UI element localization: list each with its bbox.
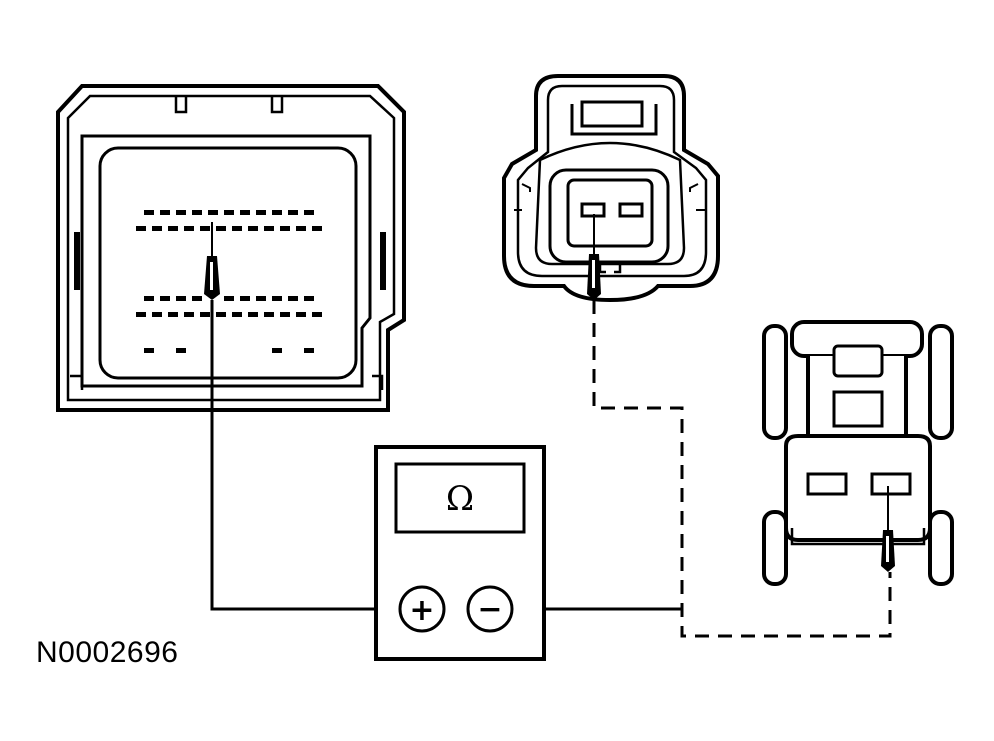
positive-lead-wire [210,300,402,611]
negative-terminal-label: − [477,592,502,627]
harness-connector [762,320,954,586]
meter-symbol: Ω [446,479,474,519]
negative-terminal [466,585,514,633]
module-connector [56,84,406,412]
ohmmeter: Ω + − [374,445,546,661]
pin-row-1 [144,210,314,215]
module-pin-rows [136,210,322,353]
pin-row-2 [136,226,322,231]
pin-row-5 [144,348,314,353]
harness-probe [881,486,895,572]
reference-id: N0002696 [36,636,179,669]
pin-row-3 [144,296,314,301]
positive-terminal-label: + [409,593,434,628]
pin-row-4 [136,312,322,317]
positive-terminal [398,585,446,633]
sensor-probe [587,214,601,300]
module-probe [204,222,220,300]
sensor-connector [502,74,720,303]
meter-display [394,462,526,534]
sensor-circuit-dashed [592,300,892,638]
